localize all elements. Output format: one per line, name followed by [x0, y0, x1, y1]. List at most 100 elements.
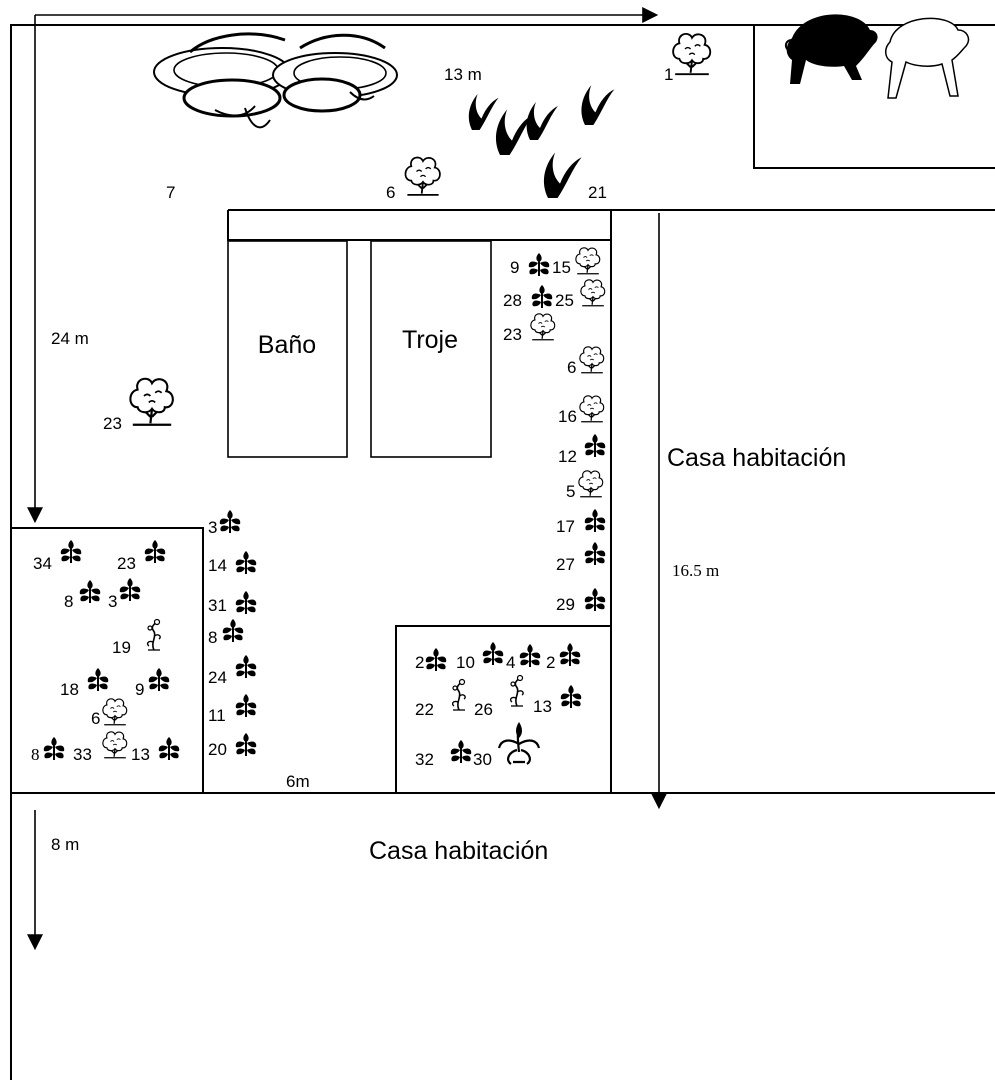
label-rp-22: 22	[415, 700, 434, 719]
tree-icon	[579, 395, 605, 423]
label-lp-6: 6	[91, 709, 100, 728]
left-plot	[10, 527, 204, 794]
label-col-29: 29	[556, 595, 575, 614]
troje-label: Troje	[402, 326, 458, 354]
leafy-plant-icon	[157, 736, 181, 761]
label-col-9: 9	[510, 258, 519, 277]
label-col-17: 17	[556, 517, 575, 536]
label-col-12: 12	[558, 447, 577, 466]
height-dimension-left: 24 m	[51, 329, 89, 348]
label-rp-32: 32	[415, 750, 434, 769]
leafy-plant-icon	[583, 508, 607, 533]
label-lp-34: 34	[33, 554, 52, 573]
pig-icon	[784, 14, 878, 85]
leafy-plant-icon	[118, 577, 142, 602]
leafy-plant-icon	[42, 736, 66, 761]
tree-icon	[530, 313, 556, 341]
tree-icon	[672, 32, 712, 76]
label-mid-14: 14	[208, 556, 227, 575]
label-1: 1	[664, 65, 673, 84]
leafy-plant-icon	[59, 539, 83, 564]
label-lp-23: 23	[117, 554, 136, 573]
label-mid-3: 3	[208, 518, 217, 537]
height-dimension-house: 16.5 m	[672, 561, 719, 580]
label-lp-9: 9	[135, 680, 144, 699]
bano-label: Baño	[258, 331, 316, 359]
label-col-6: 6	[567, 358, 576, 377]
gap-dimension: 6m	[286, 772, 310, 791]
tree-icon	[575, 247, 601, 275]
leafy-plant-icon	[424, 647, 448, 672]
label-rp-4: 4	[506, 653, 515, 672]
label-21: 21	[588, 183, 607, 202]
label-mid-8: 8	[208, 628, 217, 647]
label-rp-2b: 2	[546, 653, 555, 672]
label-23-left: 23	[103, 414, 122, 433]
leafy-plant-icon	[218, 509, 242, 534]
flowering-herb-icon	[509, 674, 524, 707]
label-mid-20: 20	[208, 740, 227, 759]
house-label-right: Casa habitación	[667, 444, 846, 472]
agave-icon	[497, 722, 541, 765]
label-lp-3: 3	[108, 592, 117, 611]
flowering-herb-icon	[146, 618, 161, 651]
squash-icon	[153, 32, 398, 129]
leafy-plant-icon	[530, 284, 554, 309]
leafy-plant-icon	[147, 667, 171, 692]
leafy-plant-icon	[527, 252, 551, 277]
label-mid-11: 11	[208, 706, 226, 725]
leafy-plant-icon	[234, 693, 258, 718]
label-rp-13: 13	[533, 697, 552, 716]
leafy-plant-icon	[234, 590, 258, 615]
leafy-plant-icon	[583, 433, 607, 458]
bano-room	[227, 240, 348, 458]
leafy-plant-icon	[234, 732, 258, 757]
label-col-23: 23	[503, 325, 522, 344]
leafy-plant-icon	[558, 642, 582, 667]
label-lp-8b: 8	[31, 745, 40, 764]
layout-lines	[10, 24, 995, 1080]
label-col-28: 28	[503, 291, 522, 310]
leafy-plant-icon	[583, 541, 607, 566]
label-mid-31: 31	[208, 596, 227, 615]
tree-icon	[579, 346, 605, 374]
pig-icon	[885, 17, 970, 99]
middle-column-plants: 3 14 31 8 24 11 20	[208, 509, 258, 759]
leafy-plant-icon	[234, 654, 258, 679]
right-column-plants: 9 15 28 25 23 6 16 12 5 17 27 29	[503, 247, 607, 614]
agave-icon	[468, 85, 615, 198]
tree-icon	[129, 377, 174, 426]
label-7: 7	[166, 183, 175, 202]
tree-icon	[580, 279, 606, 307]
tree-icon	[578, 470, 604, 498]
label-col-15: 15	[552, 258, 571, 277]
dimension-arrows	[27, 7, 667, 951]
label-6-top: 6	[386, 183, 395, 202]
troje-room	[370, 240, 492, 458]
label-rp-2: 2	[415, 653, 424, 672]
leafy-plant-icon	[481, 641, 505, 666]
leafy-plant-icon	[518, 643, 542, 668]
leafy-plant-icon	[221, 618, 245, 643]
left-plot-plants: 34 23 8 3 19 18 9 6 8 33 13	[31, 539, 181, 764]
leafy-plant-icon	[234, 550, 258, 575]
label-col-27: 27	[556, 555, 575, 574]
leafy-plant-icon	[86, 667, 110, 692]
label-col-16: 16	[558, 407, 577, 426]
width-dimension: 13 m	[444, 65, 482, 84]
house-label-bottom: Casa habitación	[369, 837, 548, 865]
leafy-plant-icon	[78, 579, 102, 604]
label-rp-10: 10	[456, 653, 475, 672]
leafy-plant-icon	[559, 684, 583, 709]
label-mid-24: 24	[208, 668, 227, 687]
label-lp-33: 33	[73, 745, 92, 764]
label-rp-30: 30	[473, 750, 492, 769]
tree-icon	[102, 731, 128, 759]
height-dimension-bottom: 8 m	[51, 835, 79, 854]
tree-icon	[102, 698, 128, 726]
label-lp-19: 19	[112, 638, 131, 657]
label-col-25: 25	[555, 291, 574, 310]
leafy-plant-icon	[143, 539, 167, 564]
label-lp-18: 18	[60, 680, 79, 699]
